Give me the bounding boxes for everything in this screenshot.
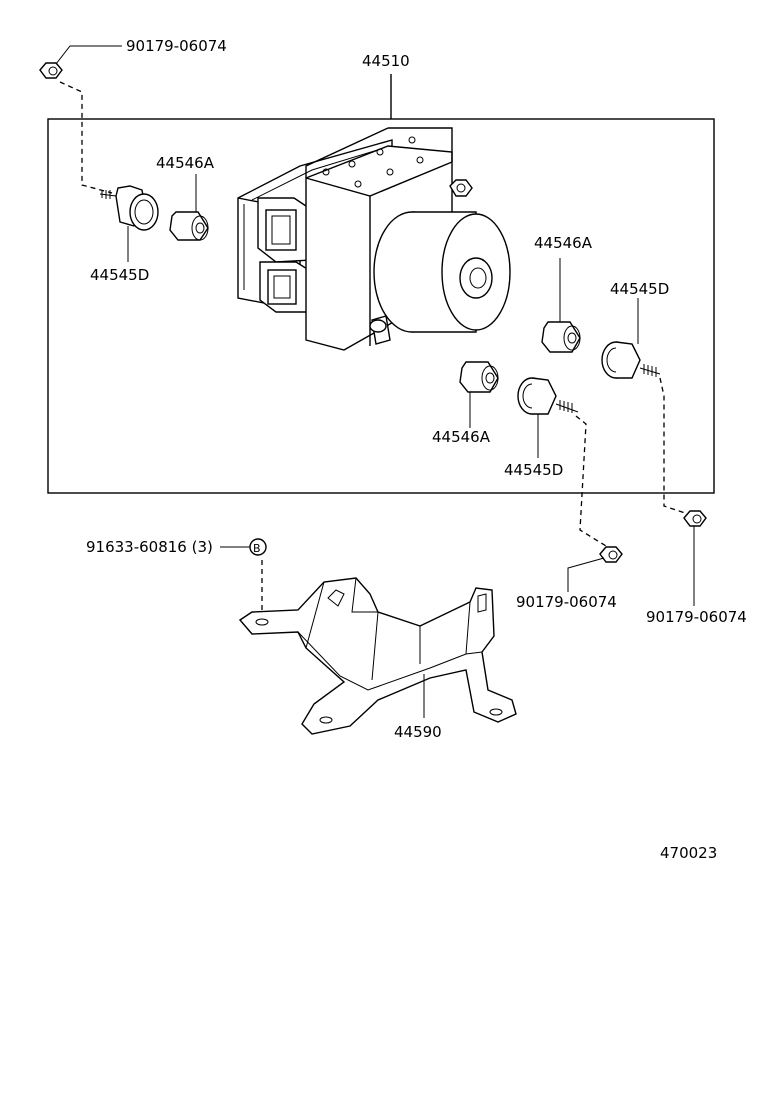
- dashed-bolt-top-left: [59, 81, 113, 194]
- cushion-left: [169, 211, 209, 241]
- label-cushion-right-lower: 44546A: [432, 428, 491, 446]
- label-screw-bracket: 91633-60816 (3): [86, 538, 213, 556]
- label-assembly: 44510: [362, 52, 410, 70]
- screw-symbol-letter: B: [253, 542, 261, 555]
- cushion-right-upper: [541, 321, 581, 353]
- label-grommet-left: 44545D: [90, 266, 149, 284]
- label-bolt-bottom-right: 90179-06074: [646, 608, 747, 626]
- label-cushion-right-upper: 44546A: [534, 234, 593, 252]
- bolt-top-left: [39, 62, 63, 79]
- label-grommet-right-lower: 44545D: [504, 461, 563, 479]
- bolt-bottom-right: [683, 510, 707, 527]
- bolt-bottom-center: [599, 546, 623, 563]
- leader-bolt-bottom-center: [567, 557, 605, 592]
- label-bolt-bottom-center: 90179-06074: [516, 593, 617, 611]
- assembly-frame: [47, 118, 715, 494]
- figure-number: 470023: [660, 844, 717, 862]
- dashed-grommet-right-upper: [659, 377, 689, 515]
- actuator-body: [237, 127, 511, 351]
- label-grommet-right-upper: 44545D: [610, 280, 669, 298]
- dashed-grommet-right-lower: [575, 415, 607, 547]
- grommet-right-lower: [517, 377, 579, 415]
- grommet-right-upper: [601, 341, 661, 379]
- grommet-left: [99, 185, 159, 231]
- bracket: [238, 577, 517, 735]
- leader-bolt-top-left: [55, 45, 122, 65]
- cushion-right-lower: [459, 361, 499, 393]
- label-cushion-left: 44546A: [156, 154, 215, 172]
- label-bolt-top-left: 90179-06074: [126, 37, 227, 55]
- screw-symbol-circle: [249, 538, 267, 556]
- label-bracket: 44590: [394, 723, 442, 741]
